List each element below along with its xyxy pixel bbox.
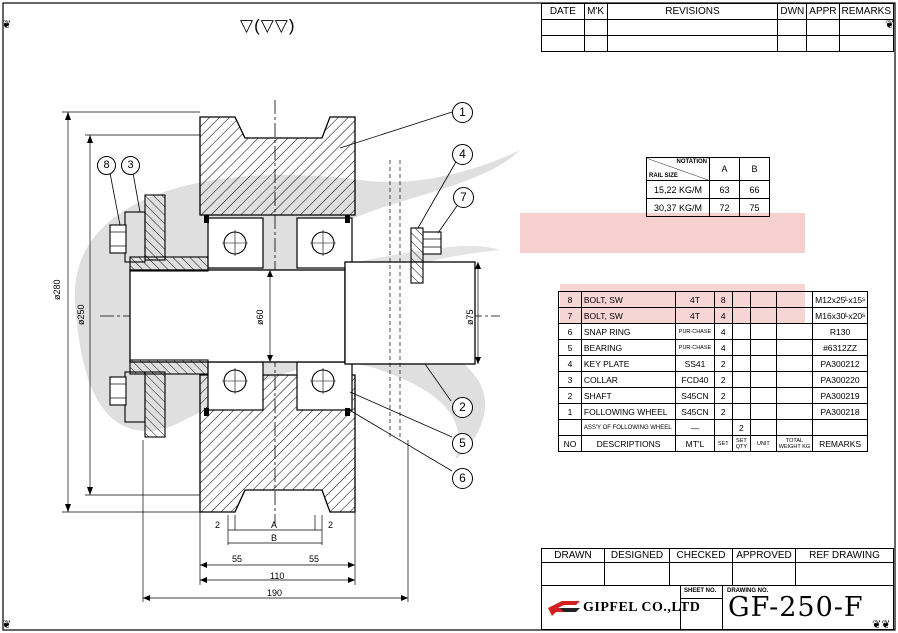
title-checked: CHECKED	[669, 548, 733, 563]
title-block: DRAWN DESIGNED CHECKED APPROVED REF DRAW…	[541, 548, 894, 586]
callout-1: 1	[452, 102, 473, 123]
rev-header-revisions: REVISIONS	[606, 3, 779, 20]
collar-top	[129, 256, 209, 272]
callout-2: 2	[452, 397, 473, 418]
bolt-head-top	[109, 224, 127, 254]
housing-top	[144, 194, 166, 261]
title-bottom-row	[541, 585, 894, 630]
dim-d250: ø250	[76, 304, 86, 325]
drawing-number: GF-250-F	[728, 592, 864, 623]
wheel-section-top	[199, 116, 356, 216]
dim-a: A	[271, 520, 278, 530]
corner-ornament-bl: ❦	[2, 619, 11, 631]
shaft	[129, 269, 346, 363]
callout-leaders	[109, 111, 460, 472]
dim-190: 190	[267, 588, 283, 598]
dim-55-right: 55	[309, 554, 320, 564]
dim-gap-right: 2	[328, 520, 334, 530]
title-ref-drawing: REF DRAWING	[795, 548, 894, 563]
highlight-band-1	[520, 213, 805, 253]
dimension-arrows	[65, 112, 481, 601]
shaft-end	[344, 261, 476, 365]
notation-col-a: A	[709, 157, 740, 181]
notation-table: NOTATION RAIL SIZE A B 15,22 KG/M 63 66 …	[646, 157, 770, 217]
callout-7: 7	[453, 187, 474, 208]
callout-3: 3	[121, 156, 140, 175]
rev-header-remarks: REMARKS	[838, 3, 895, 20]
dim-b: B	[271, 533, 278, 543]
dim-d60: ø60	[255, 309, 265, 325]
notation-col-b: B	[739, 157, 770, 181]
rev-header-date: DATE	[541, 3, 585, 20]
bearing-bottom-right	[296, 361, 353, 411]
title-approved: APPROVED	[732, 548, 796, 563]
title-designed: DESIGNED	[604, 548, 670, 563]
rev-header-appr: APPR	[806, 3, 840, 20]
rev-header-dwn: DWN	[777, 3, 808, 20]
notation-row: 30,37 KG/M 72 75	[646, 198, 770, 217]
collar-bottom	[129, 359, 209, 375]
dim-110: 110	[270, 571, 285, 581]
notation-row: 15,22 KG/M 63 66	[646, 180, 770, 199]
surface-roughness-symbol: ▽(▽▽)	[240, 16, 296, 35]
dimension-lines	[62, 111, 479, 602]
dim-55-left: 55	[232, 554, 243, 564]
corner-ornament-br: ❦❦	[872, 619, 890, 631]
corner-ornament-tl: ❦	[2, 19, 11, 31]
key-plate	[410, 227, 424, 284]
revisions-table: DATE M'K REVISIONS DWN APPR REMARKS	[541, 3, 895, 52]
company-name: GIPFEL CO.,LTD	[583, 600, 701, 615]
company-logo-icon	[548, 601, 580, 616]
dim-gap-left: 2	[215, 520, 221, 530]
key-plate-bolt	[422, 231, 442, 255]
housing-bottom	[144, 371, 166, 438]
dim-d280: ø280	[52, 279, 62, 300]
callout-8: 8	[97, 156, 116, 175]
title-drawn: DRAWN	[541, 548, 605, 563]
callout-4: 4	[452, 144, 473, 165]
bolt-head-bottom	[109, 376, 127, 406]
sheet-no-label: SHEET NO.	[684, 588, 717, 594]
dim-d75: ø75	[465, 309, 475, 325]
notation-corner: NOTATION RAIL SIZE	[646, 157, 710, 181]
drawing-no-label: DRAWING NO.	[727, 588, 769, 594]
callout-5: 5	[452, 433, 473, 454]
rev-header-mark: M'K	[583, 3, 608, 20]
callout-6: 6	[452, 468, 473, 489]
bom-row: ASS'Y OF FOLLOWING WHEEL—2	[558, 419, 868, 436]
bearing-bottom-left	[207, 361, 264, 411]
